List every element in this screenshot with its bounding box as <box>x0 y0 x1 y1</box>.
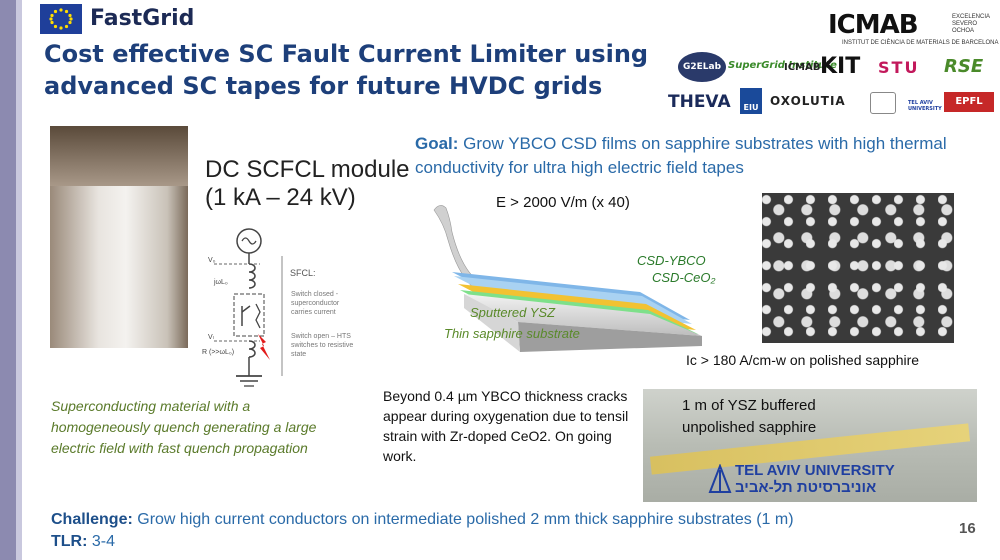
challenge-label: Challenge: <box>51 511 133 528</box>
eu-flag-icon <box>40 4 82 34</box>
sidebar-stripe-light <box>16 0 22 560</box>
partner-logo-kit: KIT <box>820 54 861 79</box>
superconducting-caption: Superconducting material with a homogene… <box>51 398 317 456</box>
tel-aviv-university-label: TEL AVIV UNIVERSITY אוניברסיטת תל-אביב <box>735 462 895 496</box>
sidebar-stripe <box>0 0 16 560</box>
tel-aviv-emblem-icon <box>708 463 732 499</box>
layer-label-ybco: CSD-YBCO <box>637 253 706 268</box>
goal-body: Grow YBCO CSD films on sapphire substrat… <box>415 134 947 177</box>
switch-open-note: Switch open – HTS switches to resistive … <box>291 333 354 358</box>
circuit-label-jwl: jωL₀ <box>213 279 228 286</box>
partner-logo-crest <box>870 92 896 114</box>
circuit-label-v0: V₀ <box>208 257 216 264</box>
partner-logo-g2elab: G2ELab <box>678 52 726 82</box>
sfcl-circuit-diagram: V₀ jωL₀ Vₗ R (>>ωL₀) SFCL: <box>202 228 316 387</box>
sem-micrograph <box>762 193 954 343</box>
page-title: Cost effective SC Fault Current Limiter … <box>44 40 649 100</box>
tape-caption-line2: unpolished sapphire <box>682 419 817 436</box>
partner-logo-icmab: ICMAB <box>784 62 821 73</box>
partner-logo-supergrid: SuperGrid Institute <box>728 60 837 71</box>
partner-logo-rse: RSE <box>944 56 984 77</box>
layer-label-sapphire: Thin sapphire substrate <box>444 326 580 341</box>
layer-label-ceo2: CSD-CeO₂ <box>652 270 716 285</box>
tel-aviv-hebrew: אוניברסיטת תל-אביב <box>735 479 877 496</box>
icmab-subtitle: INSTITUT DE CIÈNCIA DE MATERIALS DE BARC… <box>842 40 999 46</box>
page-number: 16 <box>959 520 976 537</box>
challenge-body: Grow high current conductors on intermed… <box>132 511 794 528</box>
tape-layer-diagram <box>433 205 702 352</box>
layer-label-ysz: Sputtered YSZ <box>470 305 556 320</box>
scfcl-module-photo-top <box>50 126 188 186</box>
severo-ochoa-label: EXCELENCIA SEVERO OCHOA <box>952 14 990 34</box>
fastgrid-logo: FastGrid <box>90 6 195 31</box>
circuit-label-vl: Vₗ <box>208 334 214 341</box>
critical-current-caption: Ic > 180 A/cm-w on polished sapphire <box>686 352 920 368</box>
partner-logo-theva: THEVA <box>668 92 731 112</box>
goal-text: Goal: Grow YBCO CSD films on sapphire su… <box>415 132 975 180</box>
circuit-label-r: R (>>ωL₀) <box>202 349 234 356</box>
tel-aviv-english: TEL AVIV UNIVERSITY <box>735 462 895 479</box>
partner-logo-tel-aviv: TEL AVIV UNIVERSITY <box>908 100 942 112</box>
module-title-line2: (1 kA – 24 kV) <box>205 184 356 211</box>
module-title-line1: DC SCFCL module <box>205 156 410 183</box>
thickness-note: Beyond 0.4 µm YBCO thickness cracks appe… <box>383 388 629 464</box>
icmab-logo: ICMAB <box>828 10 919 40</box>
partner-logo-eiu: EIU <box>740 88 762 114</box>
module-title: DC SCFCL module (1 kA – 24 kV) <box>205 156 410 212</box>
challenge-text: Challenge: Grow high current conductors … <box>51 509 951 553</box>
sfcl-label: SFCL: <box>290 268 316 278</box>
partner-logo-oxolutia: OXOLUTIA <box>770 94 846 108</box>
efield-label: E > 2000 V/m (x 40) <box>496 194 630 211</box>
goal-label: Goal: <box>415 134 459 153</box>
tlr-label: TLR: <box>51 533 88 550</box>
switch-closed-note: Switch closed - superconductor carries c… <box>291 291 340 316</box>
partner-logo-stu: STU <box>878 58 920 77</box>
partner-logo-epfl: EPFL <box>944 92 994 112</box>
tape-caption-line1: 1 m of YSZ buffered <box>682 397 816 414</box>
tape-photo-caption: 1 m of YSZ buffered unpolished sapphire <box>682 395 816 439</box>
tlr-value: 3-4 <box>87 533 116 550</box>
